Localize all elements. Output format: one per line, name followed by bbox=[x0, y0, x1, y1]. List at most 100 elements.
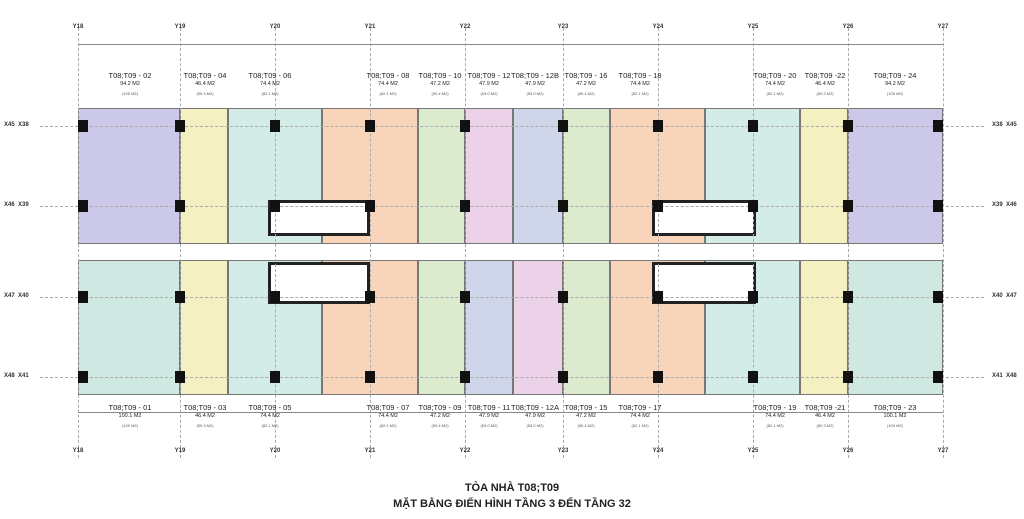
unit-gross-area: (50.3 M2) bbox=[816, 423, 834, 428]
unit-name: T08;T09 - 12 bbox=[467, 71, 511, 80]
unit-gross-area: (82.1 M2) bbox=[766, 91, 784, 96]
unit-name: T08;T09 - 09 bbox=[418, 403, 462, 412]
unit-gross-area: (53.0 M2) bbox=[480, 423, 498, 428]
unit-name: T08;T09 - 07 bbox=[366, 403, 410, 412]
unit-area bbox=[418, 108, 465, 244]
grid-label: Y22 bbox=[459, 24, 471, 30]
grid-label: X46 bbox=[1006, 202, 1017, 208]
structural-column bbox=[748, 120, 758, 132]
structural-column bbox=[175, 291, 185, 303]
grid-line bbox=[465, 28, 466, 458]
unit-area bbox=[78, 260, 180, 395]
unit-area-value: 47.2 M2 bbox=[576, 413, 596, 419]
grid-label: X39 bbox=[992, 202, 1003, 208]
unit-area-value: 74.4 M2 bbox=[260, 413, 280, 419]
unit-area-value: 94.2 M2 bbox=[885, 81, 905, 87]
structural-column bbox=[653, 120, 663, 132]
unit-area-value: 74.4 M2 bbox=[378, 413, 398, 419]
structural-column bbox=[653, 200, 663, 212]
grid-label: Y23 bbox=[557, 24, 569, 30]
unit-area-value: 46.4 M2 bbox=[195, 81, 215, 87]
unit-gross-area: (105 M2) bbox=[121, 91, 138, 96]
unit-area-value: 74.4 M2 bbox=[765, 413, 785, 419]
grid-line bbox=[40, 297, 984, 298]
unit-name: T08;T09 - 18 bbox=[618, 71, 662, 80]
structural-column bbox=[748, 371, 758, 383]
unit-name: T08;T09 - 05 bbox=[248, 403, 292, 412]
grid-label: X47 bbox=[4, 293, 15, 299]
grid-label: Y25 bbox=[747, 24, 759, 30]
unit-area-value: 47.9 M2 bbox=[525, 413, 545, 419]
grid-label: Y26 bbox=[842, 24, 854, 30]
grid-label: X38 bbox=[18, 122, 29, 128]
unit-name: T08;T09 - 11 bbox=[467, 403, 511, 412]
unit-area-value: 47.9 M2 bbox=[525, 81, 545, 87]
structural-column bbox=[78, 291, 88, 303]
unit-gross-area: (53.0 M2) bbox=[526, 423, 544, 428]
structural-column bbox=[558, 200, 568, 212]
grid-label: Y21 bbox=[364, 448, 376, 454]
structural-column bbox=[365, 371, 375, 383]
structural-column bbox=[460, 291, 470, 303]
grid-label: Y24 bbox=[652, 24, 664, 30]
grid-label: Y18 bbox=[72, 448, 84, 454]
structural-column bbox=[843, 371, 853, 383]
unit-name: T08;T09 -21 bbox=[804, 403, 846, 412]
structural-column bbox=[365, 291, 375, 303]
unit-gross-area: (50.4 M2) bbox=[431, 91, 449, 96]
structural-column bbox=[365, 120, 375, 132]
structural-column bbox=[175, 371, 185, 383]
unit-name: T08;T09 - 01 bbox=[108, 403, 152, 412]
unit-gross-area: (82.1 M2) bbox=[261, 91, 279, 96]
unit-name: T08;T09 - 12A bbox=[511, 403, 559, 412]
structural-column bbox=[748, 200, 758, 212]
unit-name: T08;T09 - 16 bbox=[564, 71, 608, 80]
unit-gross-area: (53.0 M2) bbox=[480, 91, 498, 96]
grid-label: Y27 bbox=[937, 448, 949, 454]
unit-area bbox=[563, 260, 610, 395]
unit-name: T08;T09 - 08 bbox=[366, 71, 410, 80]
grid-line bbox=[563, 28, 564, 458]
grid-line bbox=[658, 28, 659, 458]
unit-name: T08;T09 - 04 bbox=[183, 71, 227, 80]
grid-label: Y25 bbox=[747, 448, 759, 454]
grid-line bbox=[180, 28, 181, 458]
structural-column bbox=[933, 371, 943, 383]
unit-gross-area: (50.4 M2) bbox=[577, 423, 595, 428]
grid-label: X38 bbox=[992, 122, 1003, 128]
structural-column bbox=[270, 200, 280, 212]
grid-label: Y21 bbox=[364, 24, 376, 30]
grid-label: Y20 bbox=[269, 448, 281, 454]
unit-name: T08;T09 - 10 bbox=[418, 71, 462, 80]
grid-line bbox=[943, 28, 944, 458]
grid-label: X48 bbox=[4, 373, 15, 379]
unit-area bbox=[513, 260, 563, 395]
grid-label: X47 bbox=[1006, 293, 1017, 299]
unit-area-value: 47.2 M2 bbox=[576, 81, 596, 87]
grid-label: X41 bbox=[992, 373, 1003, 379]
unit-gross-area: (82.1 M2) bbox=[379, 423, 397, 428]
structural-column bbox=[558, 120, 568, 132]
unit-area-value: 74.4 M2 bbox=[765, 81, 785, 87]
structural-column bbox=[748, 291, 758, 303]
corridor bbox=[70, 244, 954, 260]
grid-line bbox=[40, 126, 984, 127]
structural-column bbox=[270, 371, 280, 383]
dimension-line bbox=[78, 44, 943, 45]
unit-area bbox=[78, 108, 180, 244]
structural-column bbox=[933, 120, 943, 132]
grid-line bbox=[275, 28, 276, 458]
unit-area-value: 74.4 M2 bbox=[378, 81, 398, 87]
structural-column bbox=[460, 371, 470, 383]
unit-area-value: 74.4 M2 bbox=[630, 81, 650, 87]
unit-area bbox=[513, 108, 563, 244]
